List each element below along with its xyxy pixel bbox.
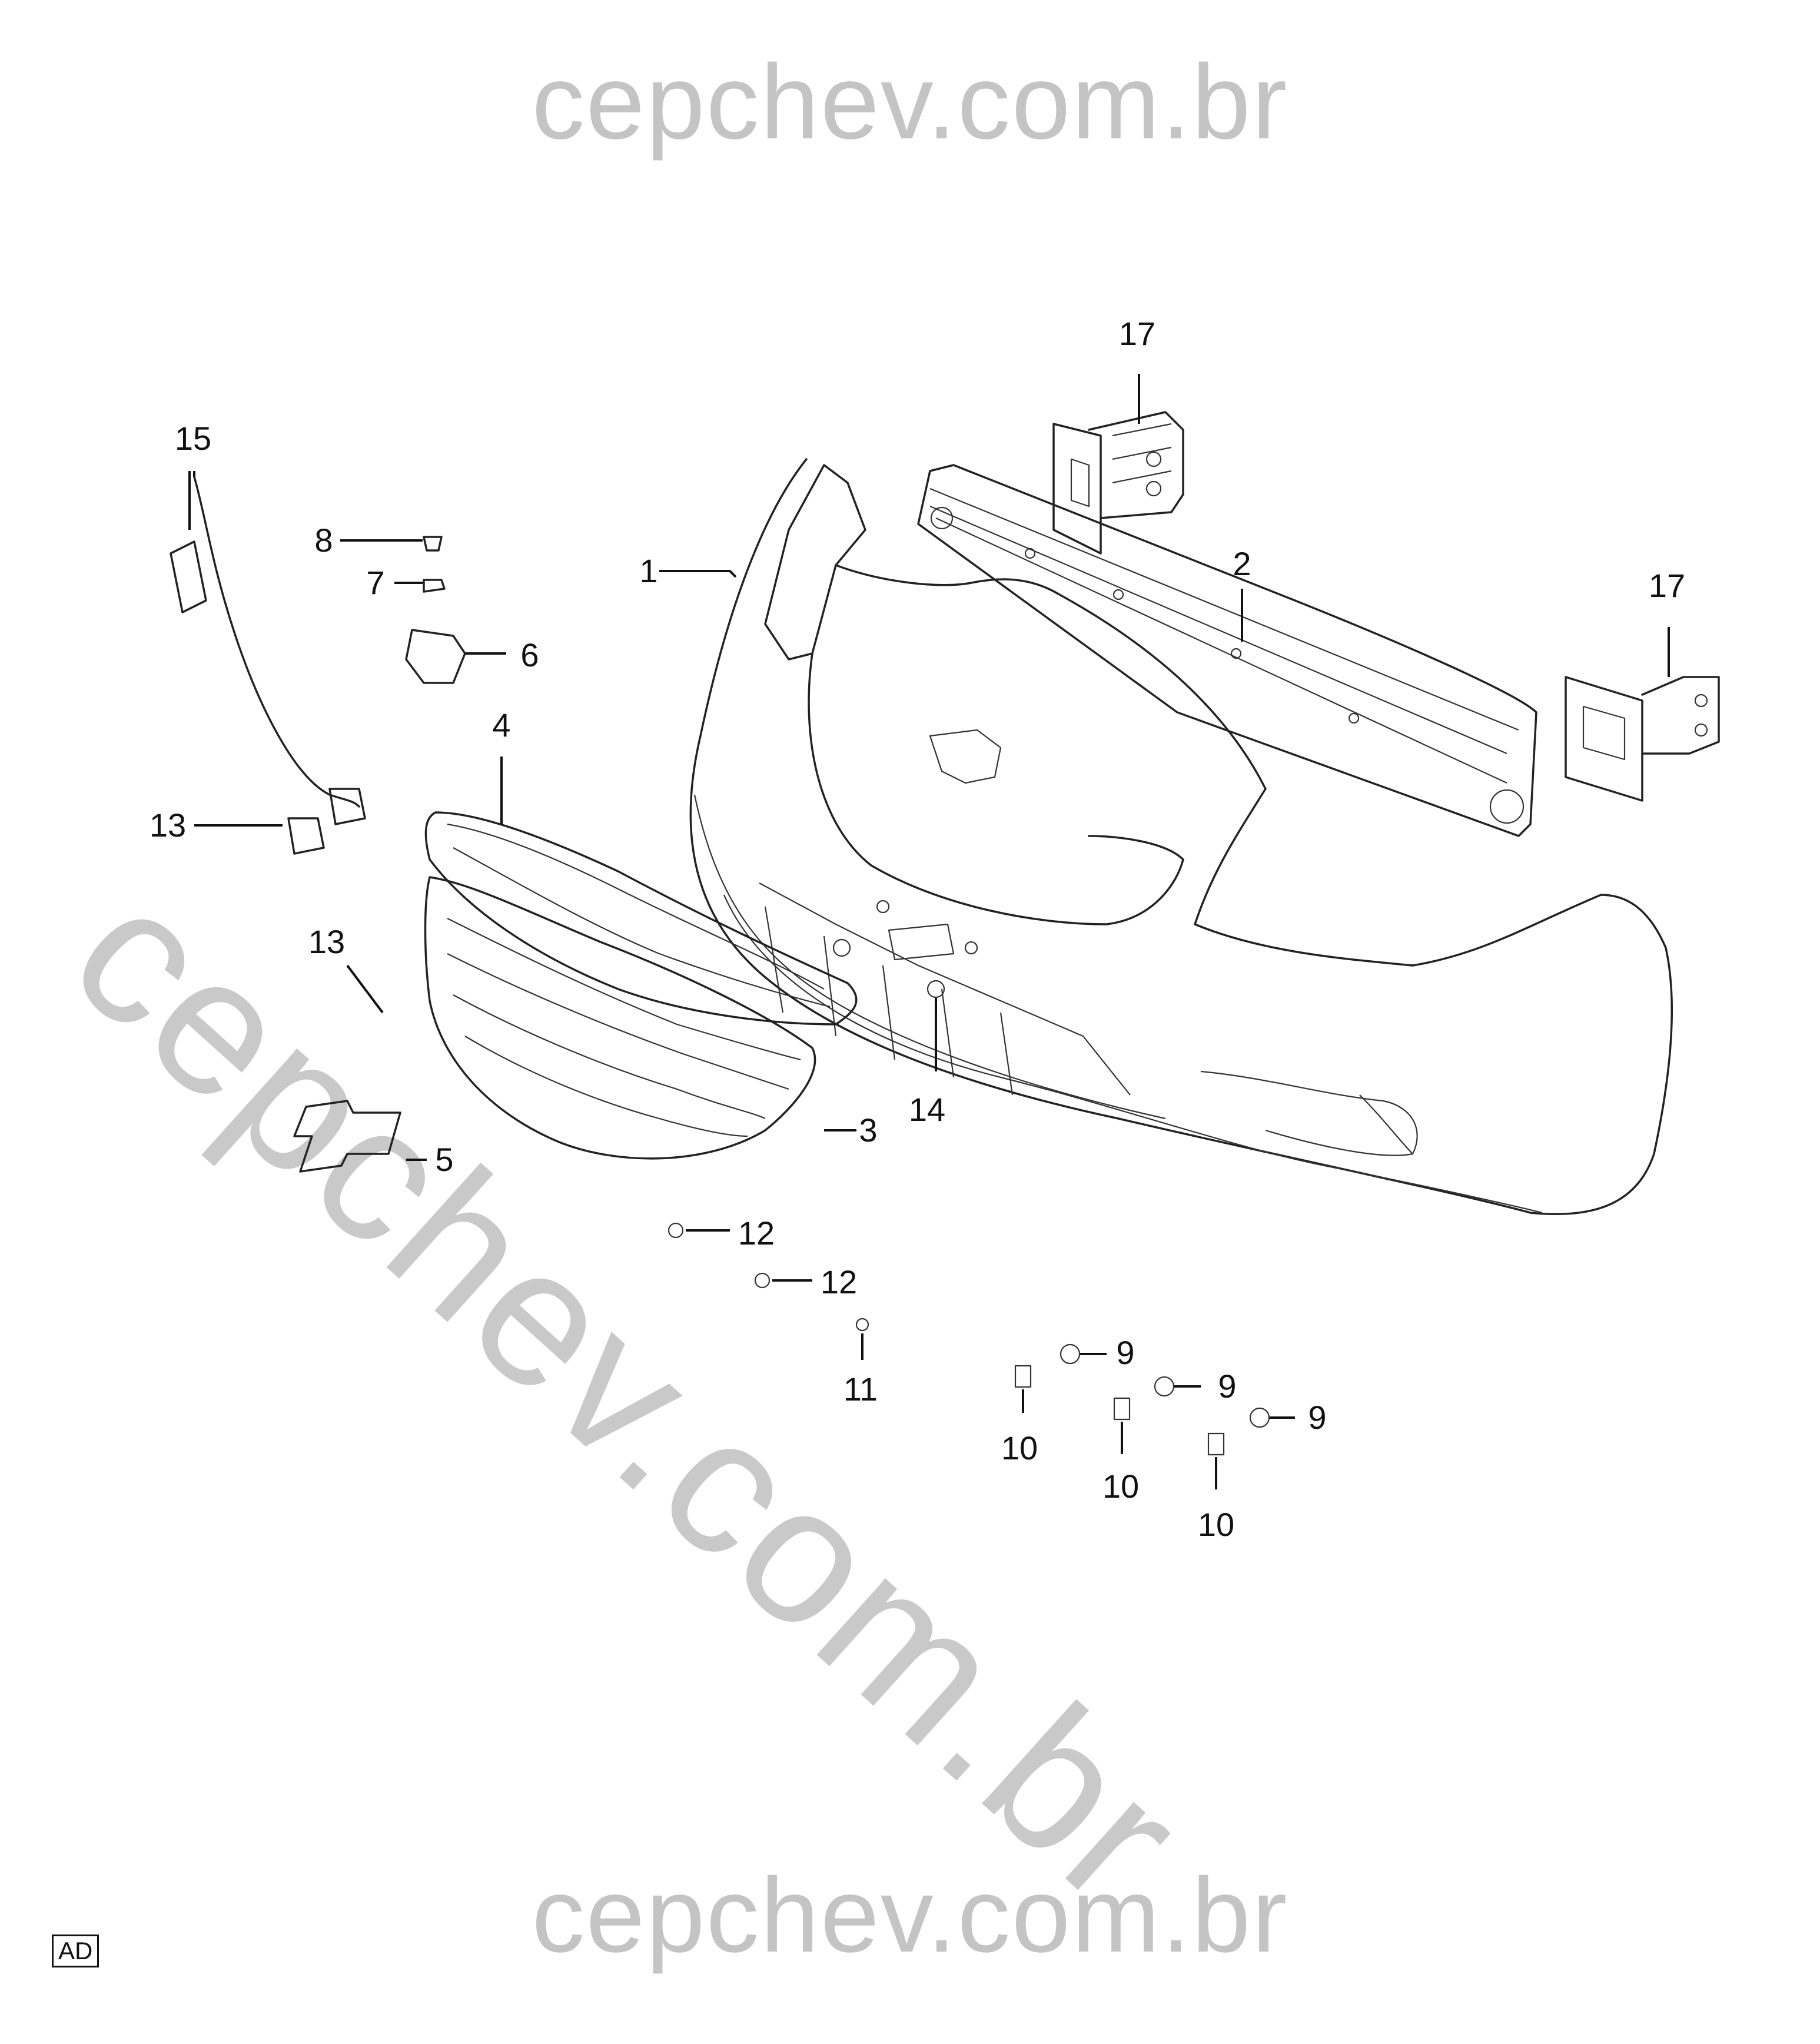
bowtie-emblem <box>293 1100 427 1173</box>
callout-10c: 10 <box>1197 1506 1235 1543</box>
wiring-harness <box>170 471 366 825</box>
impact-bar <box>917 464 1537 837</box>
callout-10a: 10 <box>1001 1429 1038 1466</box>
callout-6: 6 <box>520 636 539 673</box>
retainers-14 <box>832 938 945 1071</box>
clip-parts <box>340 536 506 684</box>
callout-9c: 9 <box>1308 1399 1327 1436</box>
callout-15: 15 <box>174 420 212 457</box>
callout-1: 1 <box>639 552 658 589</box>
bumper-bracket-lower <box>1565 627 1720 802</box>
callout-8: 8 <box>314 522 333 559</box>
front-bumper-fascia <box>689 458 1673 1216</box>
callout-17b: 17 <box>1648 567 1686 604</box>
callout-12b: 12 <box>820 1263 858 1300</box>
callout-9a: 9 <box>1116 1334 1135 1371</box>
callout-2: 2 <box>1233 545 1251 582</box>
bumper-bracket-upper <box>1052 374 1184 555</box>
callout-13b: 13 <box>308 923 346 960</box>
callout-10b: 10 <box>1102 1468 1140 1505</box>
callout-14: 14 <box>908 1091 946 1128</box>
callout-4: 4 <box>492 706 511 744</box>
watermark-top: cepchev.com.br <box>532 43 1288 161</box>
callout-17a: 17 <box>1118 315 1156 352</box>
callout-5: 5 <box>435 1141 454 1178</box>
callout-12a: 12 <box>738 1215 775 1252</box>
parking-sensor <box>194 817 384 1014</box>
leader-1 <box>659 570 737 578</box>
screws-11-12 <box>667 1222 869 1360</box>
callout-9b: 9 <box>1218 1368 1237 1405</box>
upper-grille <box>424 756 858 1026</box>
nuts-9-clips-10 <box>1014 1343 1295 1489</box>
watermark-bottom: cepchev.com.br <box>532 1856 1288 1975</box>
callout-11: 11 <box>843 1371 878 1408</box>
callout-7: 7 <box>366 564 385 601</box>
lower-grille <box>424 876 856 1160</box>
corner-tag: AD <box>52 1934 99 1968</box>
callout-3: 3 <box>859 1111 878 1149</box>
callout-13a: 13 <box>149 807 187 844</box>
